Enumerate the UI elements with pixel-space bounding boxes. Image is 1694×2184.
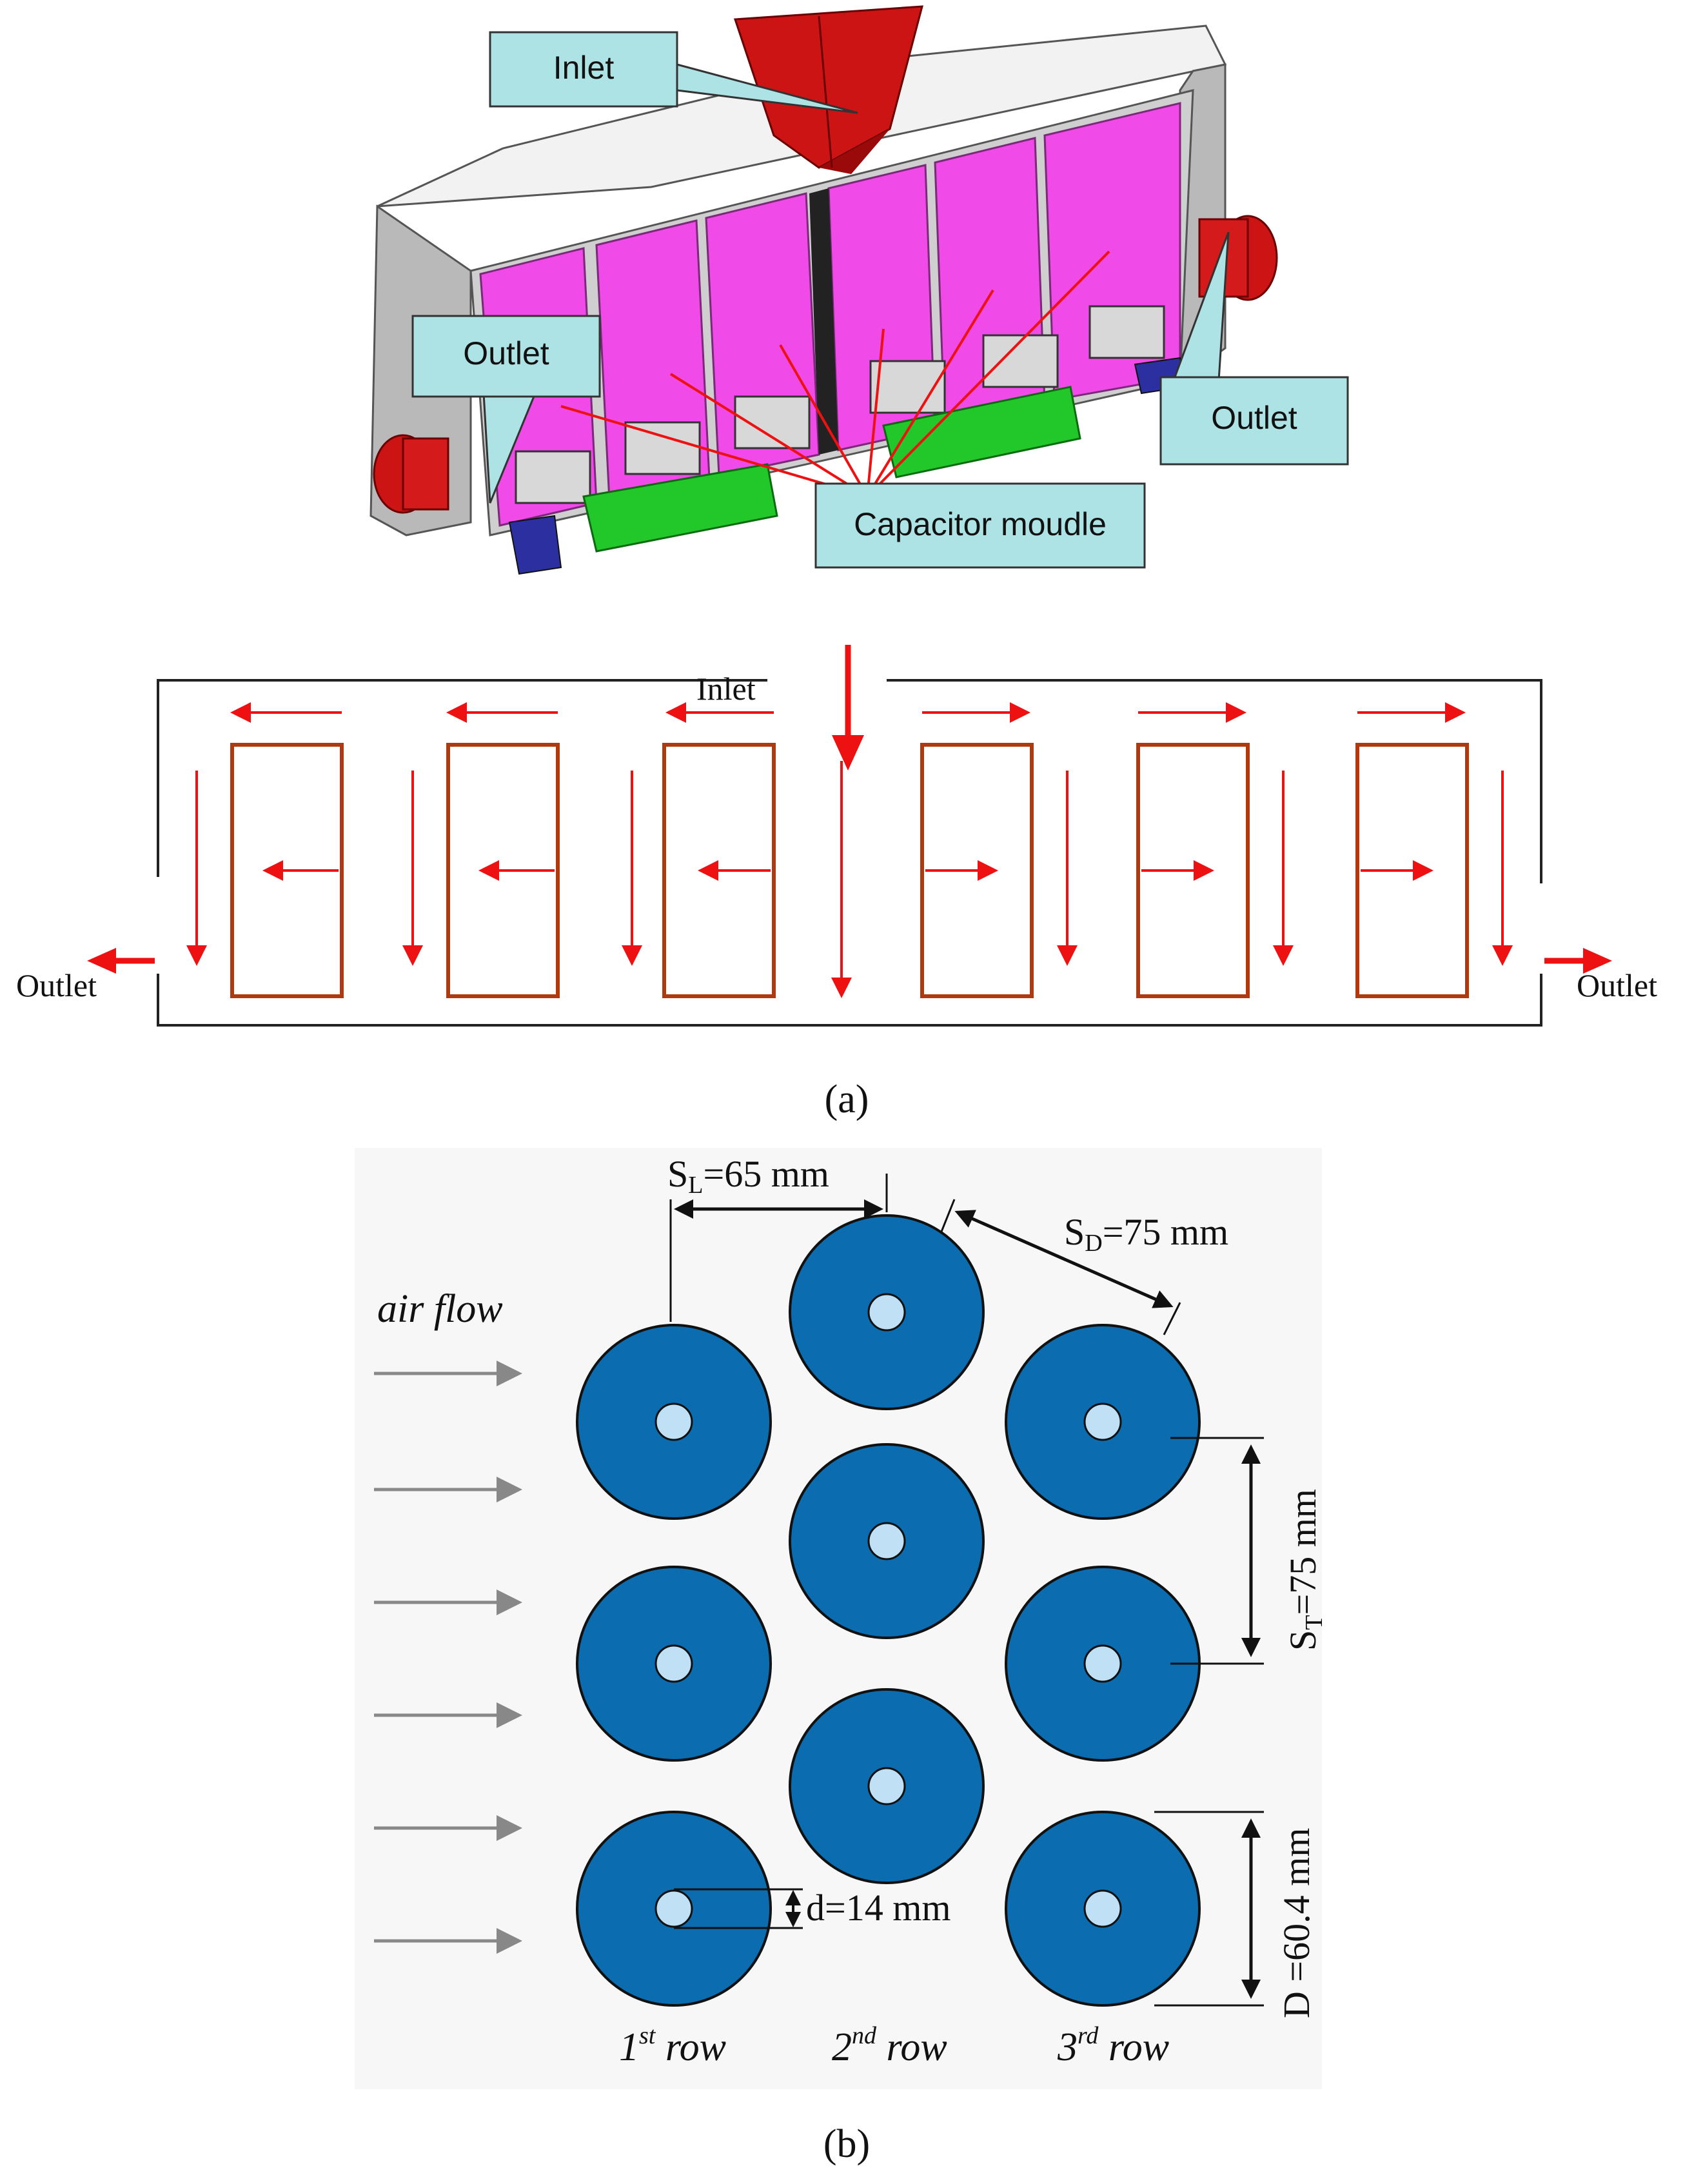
row-labels: 1st row 2nd row 3rd row: [619, 2022, 1169, 2069]
outlet-arrow-left: [87, 948, 155, 974]
tube: [576, 1324, 772, 1520]
base-plate-left: [582, 463, 778, 553]
caption-a: (a): [825, 1077, 869, 1121]
flow-arrows-down: [186, 761, 1513, 998]
module-box: [1355, 743, 1469, 998]
panel-b-figure: air flow SL=65 mm SD=75 mm ST=75 mm: [355, 1148, 1328, 2166]
callout-outlet-right-text: Outlet: [1211, 400, 1297, 436]
tube: [576, 1811, 772, 2007]
base-plate-right: [882, 386, 1081, 478]
module-boxes: [230, 743, 1469, 998]
tube-bank: [576, 1214, 1201, 2007]
module-box: [920, 743, 1034, 998]
tube: [789, 1443, 985, 1639]
sd-label: SD=75 mm: [1064, 1211, 1228, 1257]
schematic-outlet-right-label: Outlet: [1577, 967, 1657, 1003]
tube: [789, 1688, 985, 1884]
row-label-2: 2nd row: [832, 2022, 947, 2069]
row-label-1: 1st row: [619, 2022, 726, 2069]
tube: [789, 1214, 985, 1410]
tube: [1005, 1324, 1201, 1520]
caption-b: (b): [823, 2122, 870, 2166]
flow-schematic: Inlet Outlet Outlet: [16, 645, 1657, 1027]
small-d-label: d=14 mm: [806, 1887, 950, 1929]
schematic-outlet-left-label: Outlet: [16, 967, 97, 1003]
terminal-block: [624, 421, 701, 475]
tube: [576, 1566, 772, 1762]
terminal-block: [515, 450, 591, 504]
inlet-funnel: [733, 5, 923, 174]
callout-capacitor-text: Capacitor moudle: [854, 506, 1107, 542]
terminal-blocks: [515, 305, 1165, 504]
callout-outlet-left-text: Outlet: [463, 335, 549, 371]
outlet-arrow-right: [1544, 948, 1612, 974]
dimension-big-d: D =60.4 mm: [1154, 1811, 1317, 2018]
enclosure-outline: [157, 974, 1542, 1027]
row-label-3: 3rd row: [1057, 2022, 1169, 2069]
schematic-inlet-label: Inlet: [696, 671, 756, 707]
enclosure-outline: [887, 679, 1542, 883]
outlet-nozzle-left: [373, 434, 449, 514]
callout-inlet: Inlet: [489, 31, 858, 114]
sl-label: SL=65 mm: [667, 1153, 829, 1199]
dimension-st: ST=75 mm: [1170, 1437, 1328, 1665]
air-flow-label: air flow: [377, 1287, 503, 1331]
callout-outlet-left: Outlet: [411, 315, 601, 504]
module-box: [1136, 743, 1250, 998]
callout-outlet-right: Outlet: [1159, 231, 1349, 466]
big-d-label: D =60.4 mm: [1275, 1828, 1317, 2018]
capacitor-leader-lines: [560, 250, 1110, 498]
callout-inlet-text: Inlet: [553, 50, 615, 86]
air-flow-arrows: [374, 1361, 522, 1954]
dimension-sd: SD=75 mm: [940, 1199, 1228, 1335]
terminal-block: [869, 360, 946, 414]
terminal-block: [982, 334, 1059, 388]
mount-foot: [508, 515, 562, 575]
tube: [1005, 1811, 1201, 2007]
module-box: [662, 743, 776, 998]
panel-a-figure: Inlet Outlet Outlet Capacitor moudle: [16, 5, 1657, 1121]
dimension-small-d: d=14 mm: [674, 1887, 950, 1929]
center-divider: [809, 188, 838, 455]
module-box: [230, 743, 344, 998]
st-label: ST=75 mm: [1282, 1489, 1328, 1651]
inlet-arrow: [832, 645, 864, 771]
enclosure-outline: [157, 679, 767, 877]
dimension-sl: SL=65 mm: [667, 1153, 888, 1322]
module-box: [446, 743, 560, 998]
callout-capacitor: Capacitor moudle: [814, 482, 1146, 569]
terminal-block: [1088, 305, 1165, 359]
